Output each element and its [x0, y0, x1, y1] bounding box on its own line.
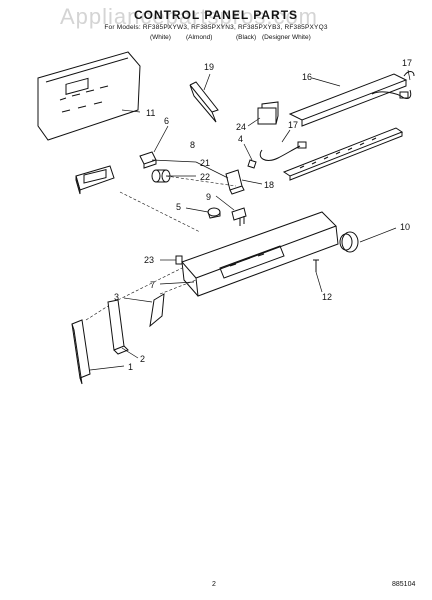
part-long-strip — [288, 73, 408, 127]
callout-19: 19 — [204, 62, 214, 72]
callout-11: 11 — [146, 108, 155, 118]
callout-18: 18 — [264, 180, 274, 190]
callout-9: 9 — [206, 192, 211, 202]
model-list: For Models: RF385PXYW3, RF385PXYN3, RF38… — [104, 24, 328, 31]
callout-4: 4 — [238, 134, 243, 144]
part-side-panel — [71, 319, 91, 385]
callout-12: 12 — [322, 292, 332, 302]
callout-23: 23 — [144, 255, 154, 265]
part-clip — [247, 159, 257, 169]
part-top-rail — [189, 81, 219, 123]
watermark: Appliancepartspros.com — [60, 4, 319, 29]
color-white: (White) — [150, 34, 171, 41]
part-transformer — [257, 101, 279, 125]
callout-6: 6 — [164, 116, 169, 126]
callout-2: 2 — [140, 354, 145, 364]
part-dial — [339, 231, 359, 253]
part-screw — [313, 259, 319, 272]
color-almond: (Almond) — [186, 34, 213, 41]
color-black: (Black) — [236, 34, 257, 41]
page-number: 2 — [212, 581, 216, 588]
part-end-cap — [149, 293, 165, 328]
part-clip-small — [175, 255, 183, 265]
alignment-lines — [85, 175, 237, 321]
callout-3: 3 — [114, 292, 119, 302]
callout-21: 21 — [200, 158, 210, 168]
callout-17: 17 — [288, 120, 298, 130]
part-wire-harness-lower — [259, 141, 307, 161]
callout-5: 5 — [176, 202, 181, 212]
doc-number: 885104 — [392, 581, 416, 588]
part-wire-harness-top — [371, 71, 415, 99]
part-display-board — [75, 165, 115, 195]
callout-8: 8 — [190, 140, 195, 150]
color-designer-white: (Designer White) — [262, 34, 311, 41]
part-knob-small — [207, 207, 221, 219]
callout-17-top: 17 — [402, 58, 412, 68]
callout-7: 7 — [150, 280, 155, 290]
callout-16: 16 — [302, 72, 312, 82]
part-lower-strip — [282, 127, 404, 181]
callout-1: 1 — [128, 362, 133, 372]
part-bracket — [225, 169, 245, 195]
callout-22: 22 — [200, 172, 210, 182]
part-control-panel — [181, 211, 339, 297]
part-rear-panel — [37, 51, 141, 141]
leader-lines — [89, 69, 411, 371]
callout-10: 10 — [400, 222, 410, 232]
diagram-title: CONTROL PANEL PARTS — [133, 8, 299, 22]
callout-24: 24 — [236, 122, 246, 132]
part-side-bracket — [107, 299, 129, 355]
part-switch — [231, 207, 247, 226]
